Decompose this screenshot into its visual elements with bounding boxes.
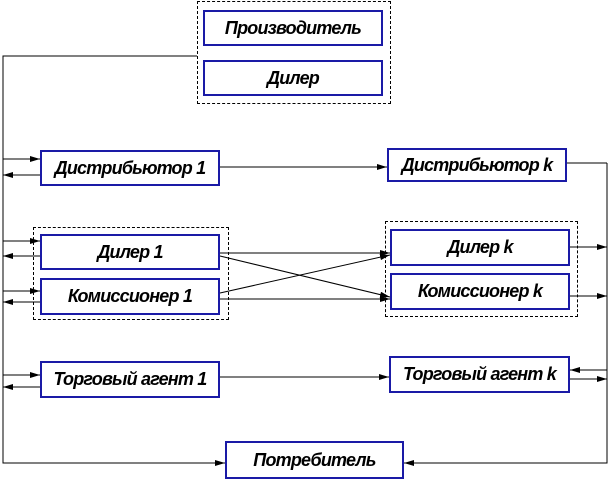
producer-node: Производитель — [203, 10, 383, 46]
commissioner-1-to-dealer-k-arrow — [219, 254, 391, 294]
right-bus-line — [404, 163, 608, 466]
commissioner-1-node: Комиссионер 1 — [40, 278, 220, 315]
agent-1-node: Торговый агент 1 — [40, 361, 220, 398]
consumer-node: Потребитель — [225, 441, 404, 479]
agent-k-node: Торговый агент k — [389, 356, 570, 393]
distributor-1-node: Дистрибьютор 1 — [40, 150, 220, 186]
commissioner-k-node: Комиссионер k — [390, 273, 570, 310]
dealer-commissioner-1-group — [33, 227, 229, 320]
outer-loop-line — [2, 55, 225, 466]
dealer-commissioner-k-group — [385, 221, 578, 317]
dealer-1-to-commissioner-k-arrow — [219, 255, 391, 298]
dealer-top-node: Дилер — [203, 60, 383, 96]
dealer-k-node: Дилер k — [390, 229, 570, 266]
dealer-1-node: Дилер 1 — [40, 234, 220, 270]
distributor-k-node: Дистрибьютор k — [387, 148, 567, 182]
producer-dealer-group — [197, 1, 391, 104]
